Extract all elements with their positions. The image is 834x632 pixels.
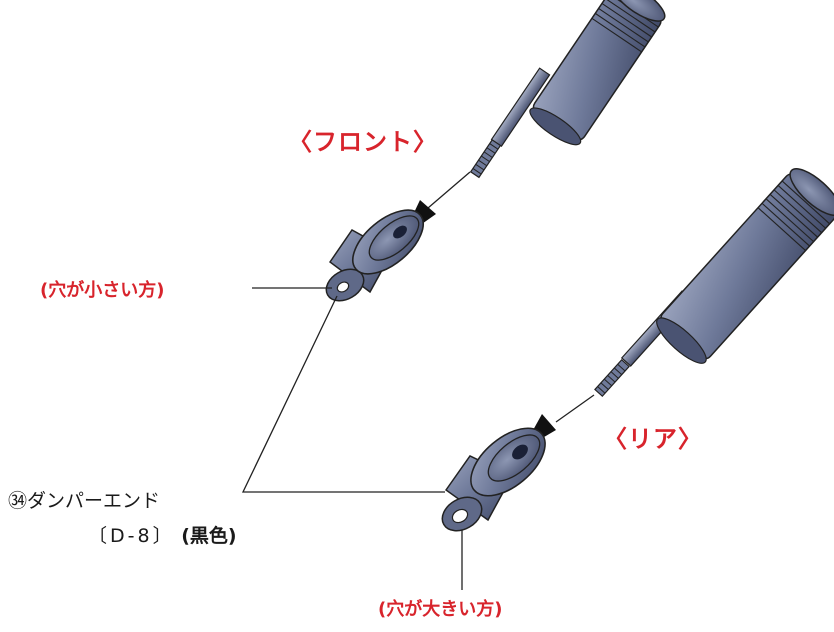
front-damper-end xyxy=(325,209,424,302)
rear-shock-body xyxy=(656,168,834,364)
leader-lines xyxy=(241,287,463,590)
part-code-label: 〔D-8〕 xyxy=(88,525,175,547)
front-shock-body xyxy=(529,0,666,146)
front-rod-thread xyxy=(469,137,503,179)
small-hole xyxy=(336,281,350,293)
front-shock-absorber xyxy=(469,0,666,179)
large-hole-label: (穴が大きい方) xyxy=(378,599,503,620)
part-code-line: 〔D-8〕 (黒色) xyxy=(88,521,237,548)
part-name-label: ㉞ダンパーエンド xyxy=(8,490,161,512)
part-color-label: (黒色) xyxy=(181,525,237,547)
front-label: 〈フロント〉 xyxy=(288,128,438,156)
small-hole-label: (穴が小さい方) xyxy=(40,280,165,301)
front-piston-rod xyxy=(490,67,551,148)
rear-guide-line xyxy=(555,394,595,423)
rear-damper-end xyxy=(441,427,546,532)
rear-label: 〈リア〉 xyxy=(603,425,703,453)
front-guide-line xyxy=(427,171,471,209)
rear-rod-thread xyxy=(594,358,630,398)
large-hole xyxy=(451,508,469,524)
leader-part-callout xyxy=(241,295,445,493)
rear-shock-absorber xyxy=(594,168,834,398)
